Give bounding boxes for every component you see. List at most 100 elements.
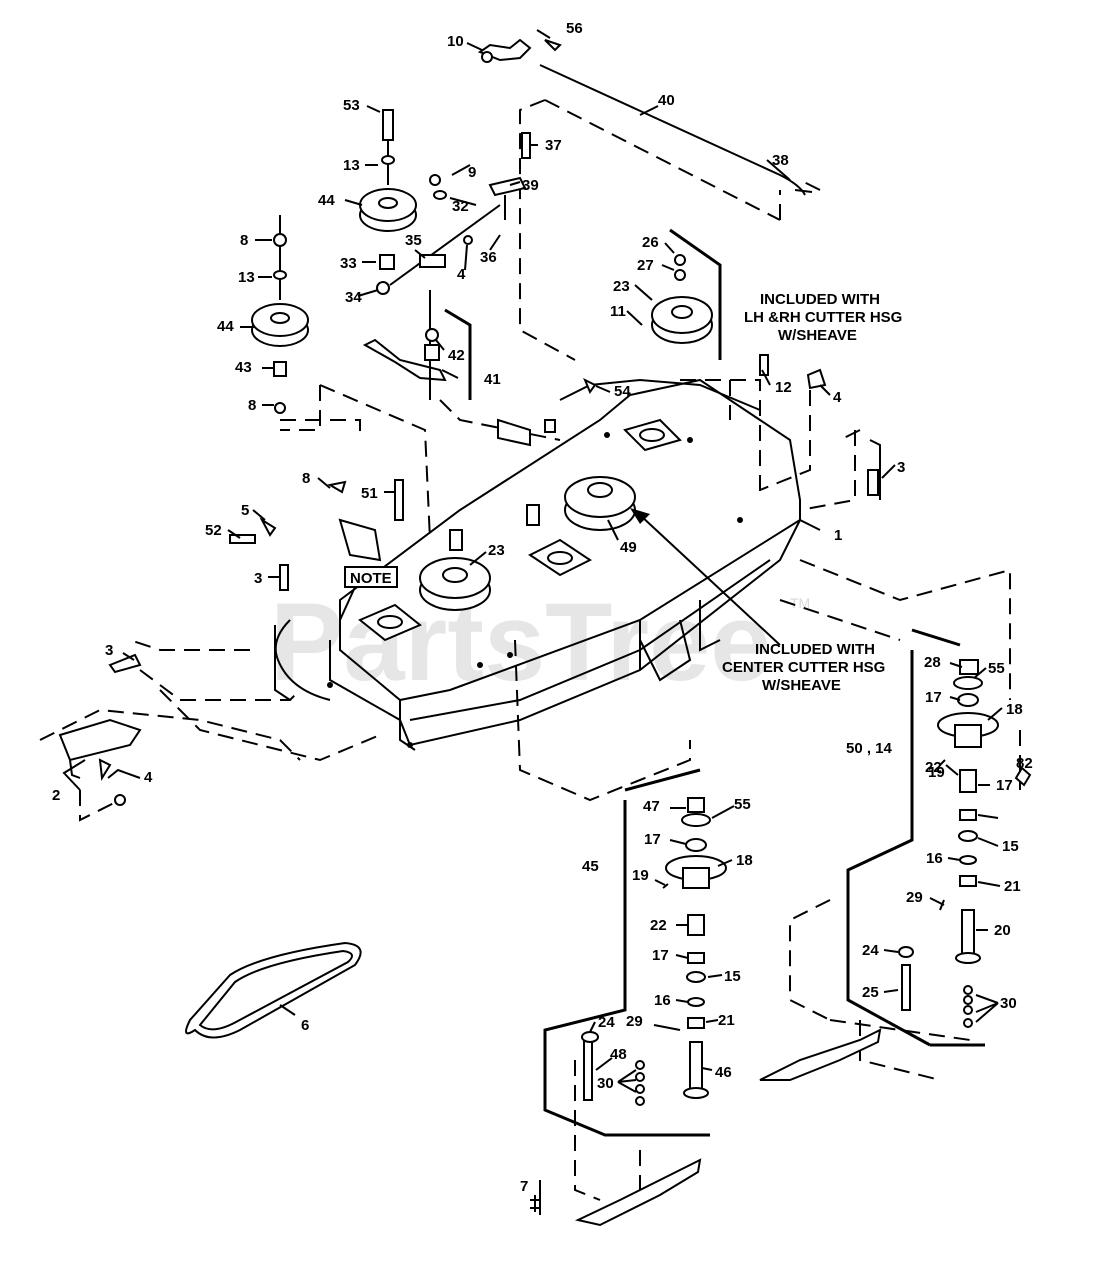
part-label: 54 <box>614 383 631 400</box>
part-label: 17 <box>644 831 661 848</box>
note-label: NOTE <box>350 570 392 587</box>
part-label: 25 <box>862 984 879 1001</box>
part-label: 47 <box>643 798 660 815</box>
part-label: 55 <box>734 796 751 813</box>
part-label: 4 <box>833 389 842 406</box>
part-label: 38 <box>772 152 789 169</box>
part-label: 43 <box>235 359 252 376</box>
part-label: 7 <box>520 1178 528 1195</box>
part-label: 5 <box>241 502 249 519</box>
part-label: 6 <box>301 1017 309 1034</box>
part-label: 28 <box>924 654 941 671</box>
part-label: 41 <box>484 371 501 388</box>
drive-belt <box>185 941 362 1039</box>
part-label: 10 <box>447 33 464 50</box>
watermark: PartsTree <box>270 581 771 704</box>
part-number-labels: 10 56 40 53 37 38 13 9 39 44 32 8 35 26 … <box>52 20 1033 1195</box>
part-label: 21 <box>1004 878 1021 895</box>
part-label: 16 <box>654 992 671 1009</box>
part-label: 15 <box>1002 838 1019 855</box>
part-label: 3 <box>254 570 262 587</box>
idler-pulley-upper <box>359 109 417 270</box>
part-label: 19 <box>632 867 649 884</box>
part-label: 42 <box>448 347 465 364</box>
callout-lh-rh-line2: LH &RH CUTTER HSG <box>744 309 902 326</box>
part-label: 8 <box>302 470 310 487</box>
part-label: 4 <box>457 266 466 283</box>
callout-lh-rh-line1: INCLUDED WITH <box>760 291 880 308</box>
part-label: 32 <box>452 198 469 215</box>
part-label: 37 <box>545 137 562 154</box>
part-label: 46 <box>715 1064 732 1081</box>
part-label: 8 <box>248 397 256 414</box>
part-label: 39 <box>522 177 539 194</box>
part-label: 19 <box>928 764 945 781</box>
part-label: 26 <box>642 234 659 251</box>
part-label: 16 <box>926 850 943 867</box>
part-label: 52 <box>205 522 222 539</box>
anti-scalp-bracket <box>58 718 142 806</box>
callout-center-line3: W/SHEAVE <box>762 677 841 694</box>
part-label: 20 <box>994 922 1011 939</box>
part-label: 21 <box>718 1012 735 1029</box>
callout-center-line2: CENTER CUTTER HSG <box>722 659 885 676</box>
part-label: 13 <box>238 269 255 286</box>
part-label: 12 <box>775 379 792 396</box>
part-label: 82 <box>1016 755 1033 772</box>
part-label: 50 , 14 <box>846 740 893 757</box>
part-label: 30 <box>597 1075 614 1092</box>
assembly-dashed-lines <box>39 99 1021 1221</box>
part-label: 36 <box>480 249 497 266</box>
part-label: 11 <box>610 303 626 320</box>
part-label: 3 <box>105 642 113 659</box>
part-label: 13 <box>343 157 360 174</box>
part-label: 44 <box>318 192 335 209</box>
idler-pulley-lower <box>251 215 309 414</box>
part-label: 27 <box>637 257 654 274</box>
part-label: 9 <box>468 164 476 181</box>
part-label: 17 <box>925 689 942 706</box>
part-label: 29 <box>626 1013 643 1030</box>
leader-arrows <box>62 29 1003 1093</box>
part-label: 45 <box>582 858 599 875</box>
part-label: 51 <box>361 485 378 502</box>
callout-center-line1: INCLUDED WITH <box>755 641 875 658</box>
part-label: 48 <box>610 1046 627 1063</box>
part-label: 44 <box>217 318 234 335</box>
part-label: 24 <box>862 942 879 959</box>
part-label: 17 <box>996 777 1013 794</box>
center-spindle-assembly <box>530 797 727 1227</box>
part-label: 22 <box>650 917 667 934</box>
part-label: 18 <box>736 852 753 869</box>
part-label: 40 <box>658 92 675 109</box>
part-label: 1 <box>834 527 842 544</box>
callout-center: INCLUDED WITH CENTER CUTTER HSG W/SHEAVE <box>722 641 885 694</box>
part-label: 4 <box>144 769 153 786</box>
part-label: 56 <box>566 20 583 37</box>
part-label: 17 <box>652 947 669 964</box>
part-label: 22 <box>925 759 942 776</box>
mower-deck-housing <box>274 378 801 751</box>
part-label: 18 <box>1006 701 1023 718</box>
part-label: 3 <box>897 459 905 476</box>
assembly-brackets <box>429 228 985 1215</box>
callout-lh-rh: INCLUDED WITH LH &RH CUTTER HSG W/SHEAVE <box>744 291 902 344</box>
center-sheave <box>564 476 636 531</box>
lift-rod-assembly <box>108 38 881 674</box>
part-label: 29 <box>906 889 923 906</box>
note-box <box>344 566 398 588</box>
watermark-trademark: TM <box>790 595 810 611</box>
part-label: 33 <box>340 255 357 272</box>
part-label: 15 <box>724 968 741 985</box>
part-label: 23 <box>488 542 505 559</box>
part-label: 34 <box>345 289 362 306</box>
callout-lh-rh-line3: W/SHEAVE <box>778 327 857 344</box>
lh-sheave <box>419 557 491 611</box>
part-label: 35 <box>405 232 422 249</box>
part-label: 2 <box>52 787 60 804</box>
part-label: 8 <box>240 232 248 249</box>
right-spindle-assembly <box>759 659 1032 1081</box>
rh-sheave <box>651 254 713 344</box>
part-label: 49 <box>620 539 637 556</box>
